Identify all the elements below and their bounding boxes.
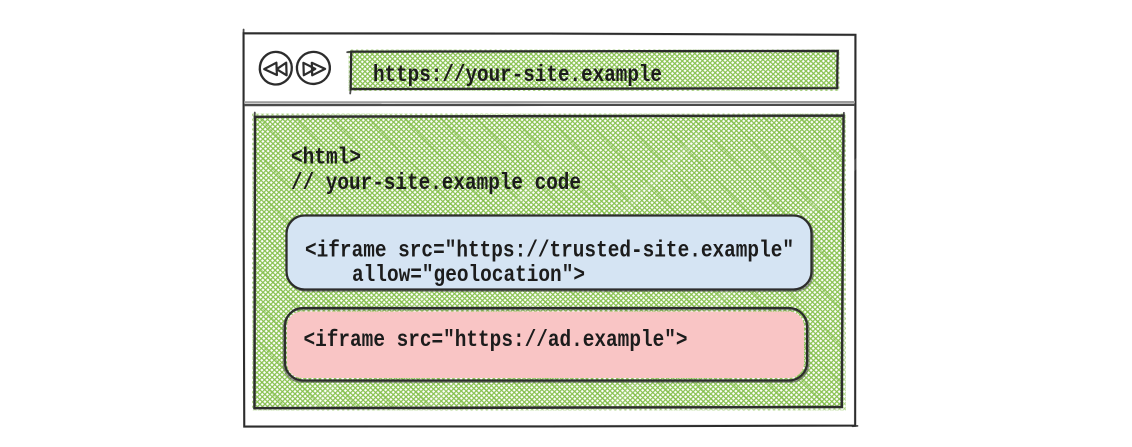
svg-text:// your-site.example code: // your-site.example code <box>291 170 581 197</box>
svg-text:<iframe src="https://trusted-s: <iframe src="https://trusted-site.exampl… <box>305 238 794 265</box>
svg-text:https://your-site.example: https://your-site.example <box>373 62 662 89</box>
svg-text:<iframe src="https://ad.exampl: <iframe src="https://ad.example"> <box>304 327 688 354</box>
svg-text:allow="geolocation">: allow="geolocation"> <box>352 262 585 289</box>
svg-text:<html>: <html> <box>291 145 361 172</box>
